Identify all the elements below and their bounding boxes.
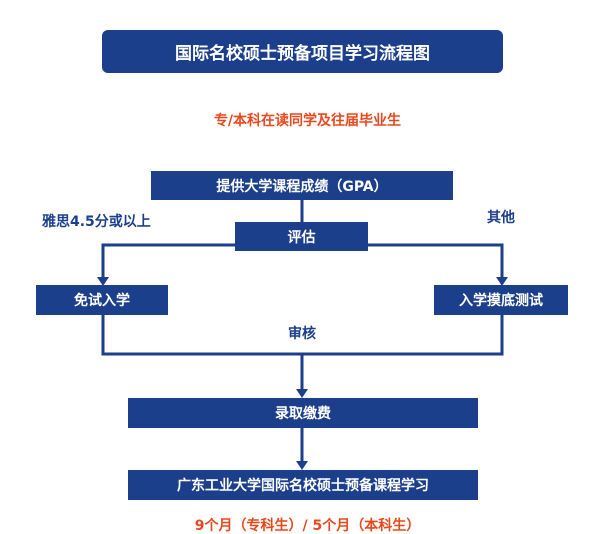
step-test: 入学摸底测试 — [434, 285, 568, 315]
audience-text: 专/本科在读同学及往届毕业生 — [213, 113, 402, 129]
step-exempt: 免试入学 — [36, 285, 168, 315]
label-review: 审核 — [288, 326, 316, 342]
step-evaluate: 评估 — [235, 222, 368, 251]
label-ielts: 雅思4.5分或以上 — [42, 214, 151, 230]
label-other: 其他 — [487, 210, 515, 226]
step-gpa: 提供大学课程成绩（GPA） — [151, 171, 453, 200]
step-study: 广东工业大学国际名校硕士预备课程学习 — [128, 470, 478, 500]
step-admit: 录取缴费 — [128, 398, 478, 428]
duration-text: 9个月（专科生）/ 5个月（本科生） — [194, 518, 421, 534]
chart-title: 国际名校硕士预备项目学习流程图 — [102, 30, 503, 73]
